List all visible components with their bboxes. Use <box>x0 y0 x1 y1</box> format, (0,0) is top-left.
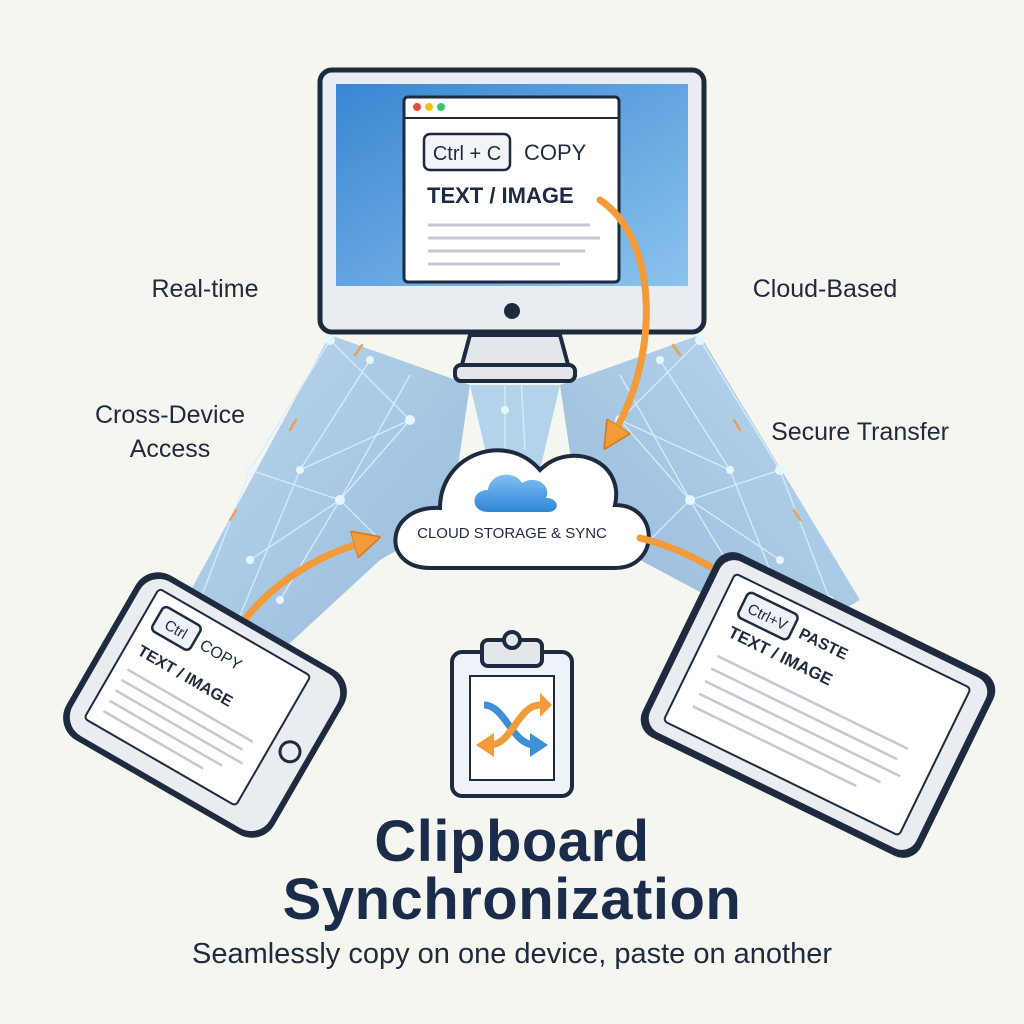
tablet-device: Ctrl+V PASTE TEXT / IMAGE <box>640 552 996 858</box>
feature-cross-device: Cross-Device Access <box>60 398 280 466</box>
feature-cloud-based: Cloud-Based <box>752 275 898 303</box>
cloud-storage: CLOUD STORAGE & SYNC <box>393 448 651 570</box>
feature-realtime: Real-time <box>151 275 259 303</box>
feature-cross-device-line1: Cross-Device <box>94 401 246 429</box>
feature-secure-transfer: Secure Transfer <box>771 418 949 446</box>
feature-cross-device-line2: Access <box>129 435 211 463</box>
page-title-line2: Synchronization <box>282 867 742 932</box>
desktop-content-label: TEXT / IMAGE <box>427 183 574 208</box>
cloud-icon <box>474 474 557 512</box>
desktop-action-label: COPY <box>524 140 587 165</box>
desktop-document-window: Ctrl + C COPY TEXT / IMAGE <box>402 95 621 284</box>
page-subtitle: Seamlessly copy on one device, paste on … <box>191 938 832 970</box>
clipboard-sync-icon <box>450 630 574 798</box>
phone-device: Ctrl COPY TEXT / IMAGE <box>63 572 347 838</box>
page-title-line1: Clipboard <box>374 809 650 874</box>
cloud-label: CLOUD STORAGE & SYNC <box>417 525 607 542</box>
desktop-shortcut-key: Ctrl + C <box>433 143 501 165</box>
window-dots-icon <box>413 103 421 111</box>
